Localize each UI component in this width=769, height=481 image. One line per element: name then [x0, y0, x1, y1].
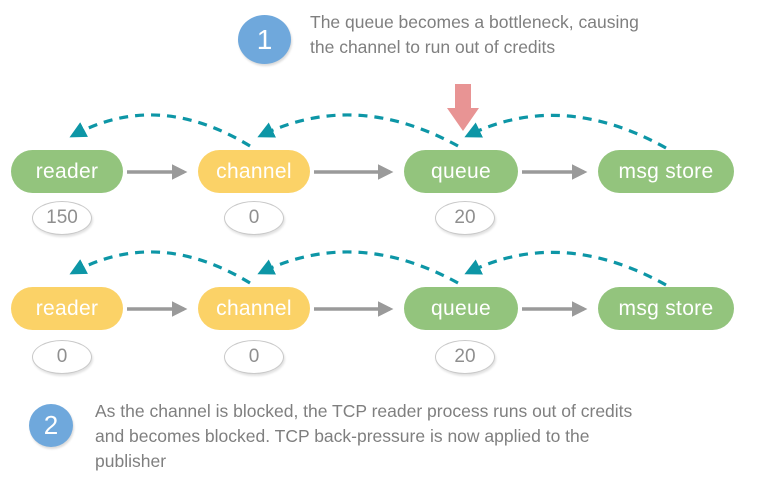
step-badge-2: 2 — [29, 404, 73, 447]
credit-arc-channel-reader-row1 — [69, 113, 251, 148]
credit-count-channel-row2: 0 — [224, 340, 284, 374]
node-msgstore-row2: msg store — [598, 287, 734, 330]
step-2-line-1: As the channel is blocked, the TCP reade… — [95, 401, 633, 421]
node-reader-row1: reader — [11, 150, 123, 193]
node-msgstore-row1: msg store — [598, 150, 734, 193]
step-1-line-2: the channel to run out of credits — [310, 37, 556, 57]
credit-count-reader-row1: 150 — [32, 201, 92, 235]
step-1-text: The queue becomes a bottleneck, causing … — [310, 10, 639, 60]
credit-arc-msgstore-queue-row1 — [464, 113, 667, 150]
node-channel-row2: channel — [198, 287, 310, 330]
credit-arc-msgstore-queue-row2 — [464, 250, 667, 287]
node-channel-row1: channel — [198, 150, 310, 193]
credit-arc-channel-reader-row2 — [69, 250, 251, 285]
bottleneck-arrow-icon — [447, 84, 479, 131]
credit-count-channel-row1: 0 — [224, 201, 284, 235]
step-badge-1: 1 — [238, 15, 291, 64]
credit-arc-queue-channel-row1 — [257, 113, 459, 148]
credit-arc-queue-channel-row2 — [257, 250, 459, 285]
step-2-text: As the channel is blocked, the TCP reade… — [95, 399, 632, 474]
node-queue-row1: queue — [404, 150, 518, 193]
credit-count-queue-row2: 20 — [435, 340, 495, 374]
credit-count-queue-row1: 20 — [435, 201, 495, 235]
step-1-line-1: The queue becomes a bottleneck, causing — [310, 12, 639, 32]
credit-count-reader-row2: 0 — [32, 340, 92, 374]
node-queue-row2: queue — [404, 287, 518, 330]
step-2-line-2: and becomes blocked. TCP back-pressure i… — [95, 426, 590, 446]
node-reader-row2: reader — [11, 287, 123, 330]
step-2-line-3: publisher — [95, 451, 167, 471]
